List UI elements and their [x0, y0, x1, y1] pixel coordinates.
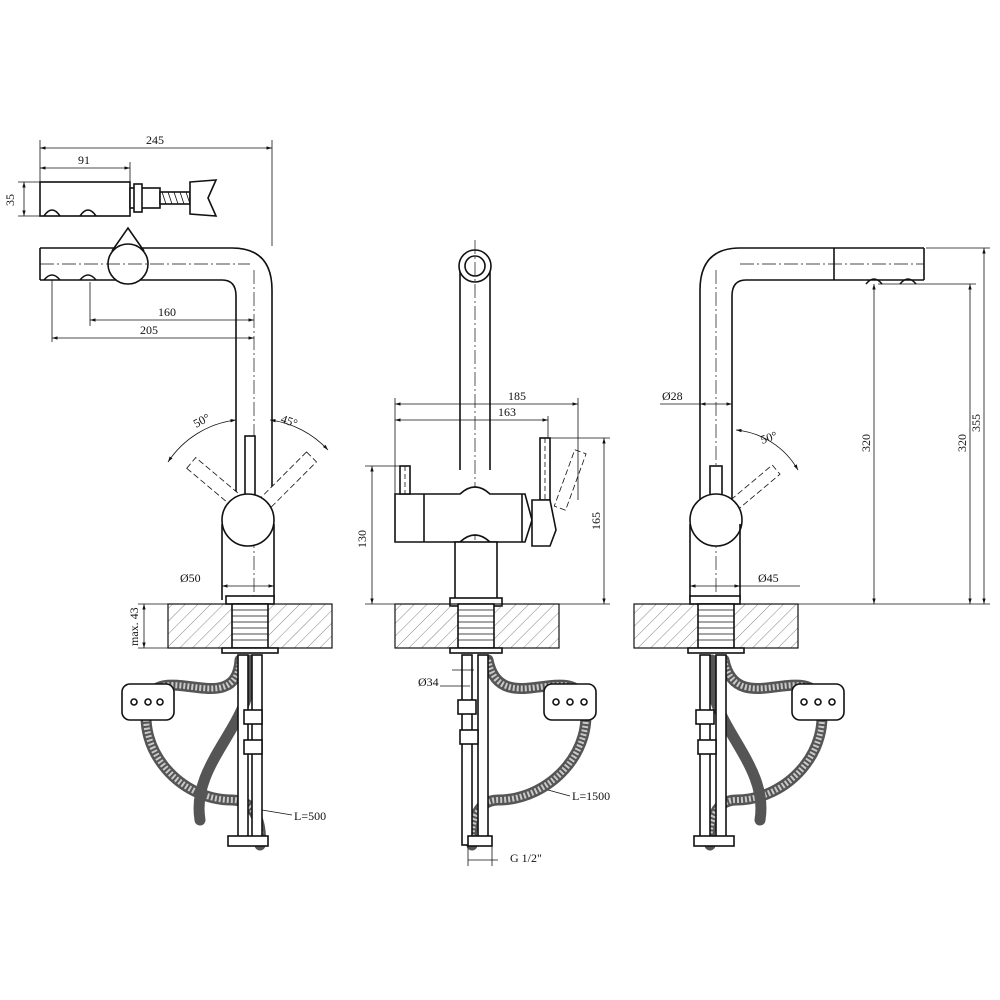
spout-left: [39, 226, 273, 600]
dim-body-width-163: 163: [498, 405, 516, 419]
dim-countertop-max: max. 43: [127, 607, 141, 646]
dim-height-355: 355: [969, 414, 983, 432]
dim-base-diameter-side: Ø45: [758, 571, 779, 585]
hoses-left: [121, 654, 269, 851]
dim-body-width-185: 185: [508, 389, 526, 403]
countertop-right: [633, 603, 799, 654]
dim-spout-diameter: Ø28: [662, 389, 683, 403]
dim-lever-angle-side: 50°: [759, 428, 779, 447]
dim-hose-length-left: L=500: [294, 809, 326, 823]
body-left: [221, 493, 275, 605]
dims-center: [365, 398, 610, 866]
dims-left: [18, 140, 293, 816]
body-center: [394, 437, 587, 607]
countertop-center: [394, 603, 560, 654]
spout-right: [699, 247, 925, 600]
countertop-left: [167, 603, 333, 654]
dim-lever-angle-right: 45°: [279, 412, 300, 431]
spray-head-detail: [39, 179, 218, 217]
right-view: Ø28 50° Ø45 320 320 355: [633, 247, 990, 851]
dim-reach-160: 160: [158, 305, 176, 319]
dim-height-320-outer: 320: [955, 434, 969, 452]
center-view: 185 163 130 165 Ø34 L=1500 G 1/2": [355, 240, 610, 866]
dim-thread: G 1/2": [510, 851, 542, 865]
dim-hose-length-center: L=1500: [572, 789, 610, 803]
dims-right: [660, 247, 990, 605]
dim-lever-height-130: 130: [355, 530, 369, 548]
hoses-right: [693, 654, 845, 851]
dim-shank-diameter: Ø34: [418, 675, 439, 689]
dim-overall-width: 245: [146, 133, 164, 147]
dim-height-320-inner: 320: [859, 434, 873, 452]
dim-reach-205: 205: [140, 323, 158, 337]
dim-spray-head-length: 91: [78, 153, 90, 167]
hoses-center: [457, 654, 597, 851]
dim-lever-height-165: 165: [589, 512, 603, 530]
left-view: 245 91 35 160 205 50° 45° Ø50 max. 43 L=…: [3, 133, 333, 851]
dim-spray-head-height: 35: [3, 194, 17, 206]
dim-base-diameter-front: Ø50: [180, 571, 201, 585]
